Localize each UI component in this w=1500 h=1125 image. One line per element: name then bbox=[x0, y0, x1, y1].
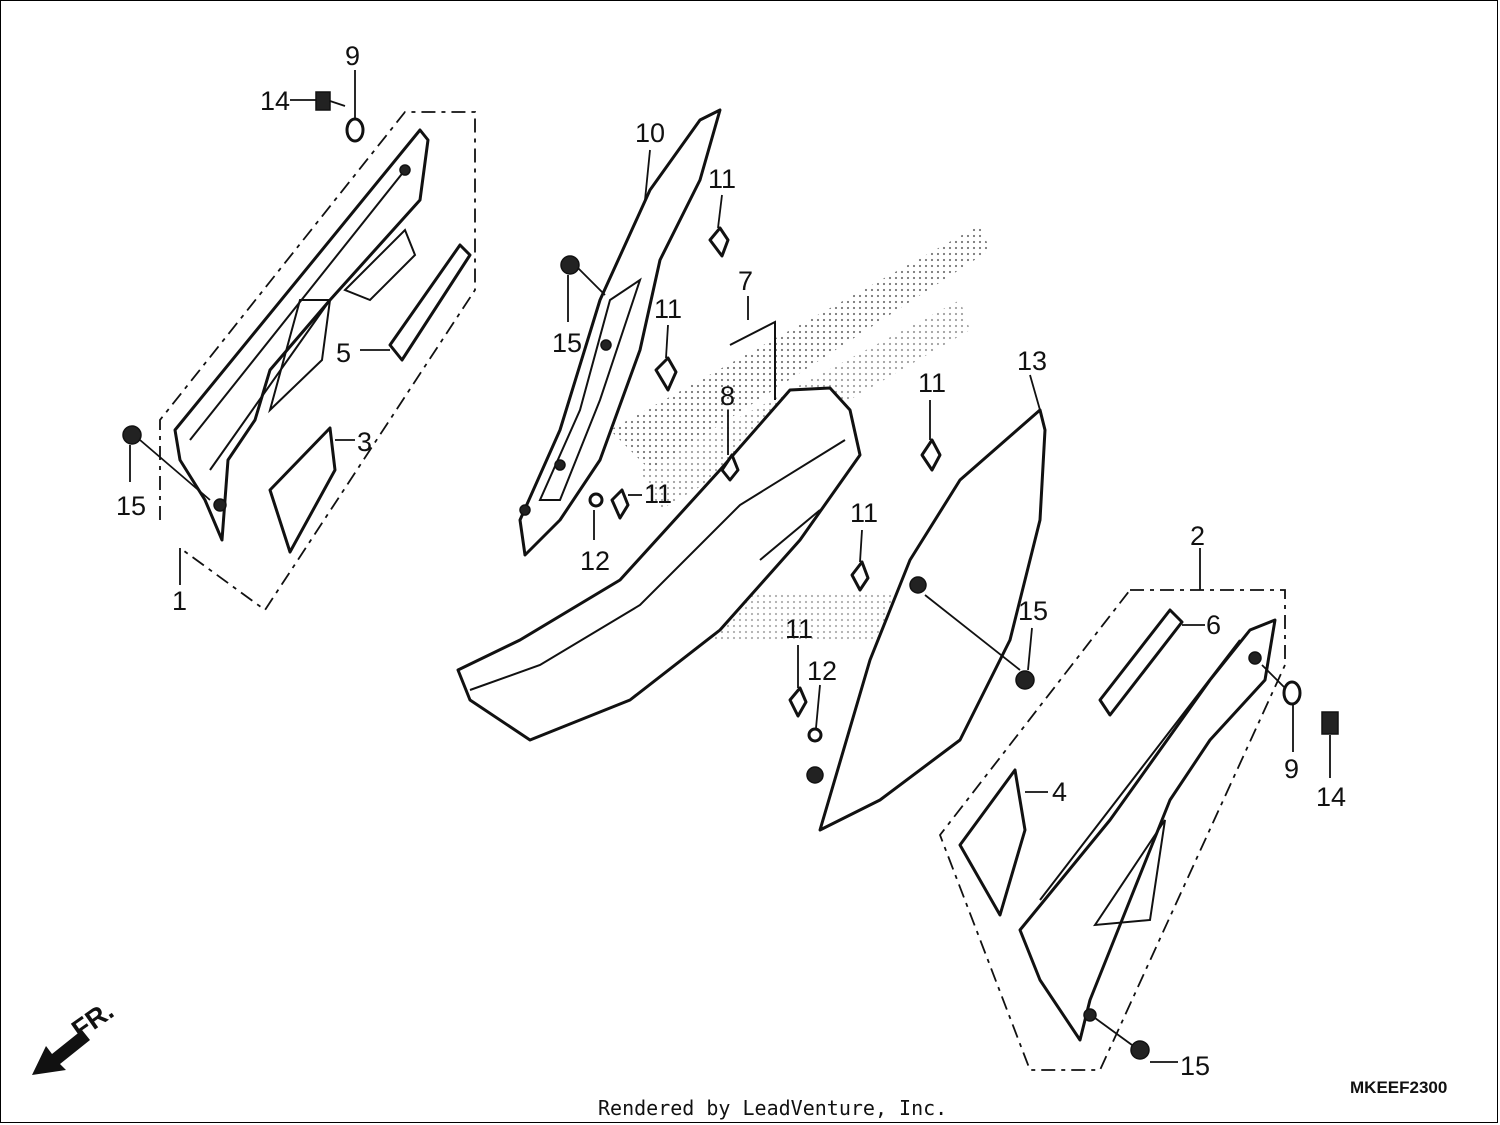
callout-labels: 9 14 5 3 15 1 10 11 11 15 7 8 11 12 11 1… bbox=[116, 41, 1346, 1081]
diagram-code: MKEEF2300 bbox=[1350, 1078, 1447, 1097]
callout-15-lower: 15 bbox=[1180, 1051, 1210, 1081]
callout-11-f: 11 bbox=[785, 614, 813, 644]
part-15-grommet-lower bbox=[1130, 1040, 1150, 1060]
callout-3: 3 bbox=[357, 427, 372, 457]
callout-5: 5 bbox=[336, 338, 351, 368]
callout-1: 1 bbox=[172, 586, 187, 616]
callout-11-a: 11 bbox=[708, 164, 736, 194]
render-credit: Rendered by LeadVenture, Inc. bbox=[598, 1096, 947, 1120]
callout-7: 7 bbox=[738, 266, 753, 296]
callout-12-b: 12 bbox=[807, 656, 837, 686]
leader-lines bbox=[129, 70, 1331, 1063]
callout-11-b: 11 bbox=[654, 294, 682, 324]
callout-11-c: 11 bbox=[644, 479, 672, 509]
part-9-washer-left bbox=[345, 117, 365, 143]
part-14-bolt-right bbox=[1321, 711, 1339, 735]
callout-14-left: 14 bbox=[260, 86, 290, 116]
callout-2: 2 bbox=[1190, 521, 1205, 551]
callout-4: 4 bbox=[1052, 777, 1067, 807]
front-direction-arrow: FR. bbox=[32, 995, 119, 1075]
part-15-grommet-left bbox=[122, 425, 142, 445]
callout-6: 6 bbox=[1206, 610, 1221, 640]
callout-9-right: 9 bbox=[1284, 754, 1299, 784]
callout-11-d: 11 bbox=[918, 368, 946, 398]
part-10-inner-cover bbox=[518, 108, 722, 557]
part-15-grommet-inner bbox=[560, 255, 580, 275]
right-side-cover-assembly bbox=[938, 589, 1286, 1071]
callout-9-left: 9 bbox=[345, 41, 360, 71]
part-6-pad bbox=[1098, 608, 1184, 717]
callout-15-mid: 15 bbox=[1018, 596, 1048, 626]
part-9-washer-right bbox=[1282, 680, 1302, 706]
clips-and-nuts bbox=[588, 226, 942, 743]
part-5-pad bbox=[388, 243, 472, 362]
part-7-seat-cover bbox=[456, 320, 862, 742]
callout-10: 10 bbox=[635, 118, 665, 148]
part-13-right-inner-cover bbox=[806, 408, 1047, 832]
callout-15-inner: 15 bbox=[552, 328, 582, 358]
left-side-cover-assembly bbox=[159, 111, 476, 612]
part-15-grommet-mid bbox=[1015, 670, 1035, 690]
callout-12-a: 12 bbox=[580, 546, 610, 576]
callout-11-e: 11 bbox=[850, 498, 878, 528]
callout-15-left: 15 bbox=[116, 491, 146, 521]
part-3-plate bbox=[268, 426, 337, 554]
part-4-plate bbox=[958, 768, 1027, 917]
part-14-bolt-left bbox=[315, 91, 346, 111]
callout-13: 13 bbox=[1017, 346, 1047, 376]
callout-8: 8 bbox=[720, 381, 735, 411]
callout-14-right: 14 bbox=[1316, 782, 1346, 812]
